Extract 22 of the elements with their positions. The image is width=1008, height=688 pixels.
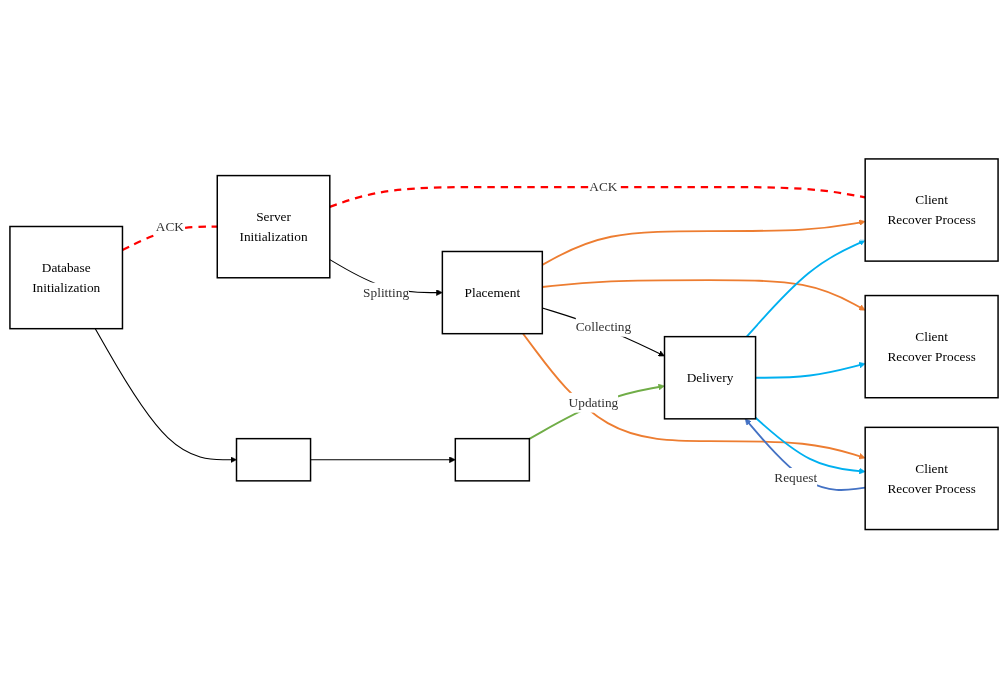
node-box xyxy=(235,437,312,482)
connector xyxy=(329,185,866,208)
edge-label: Request xyxy=(774,469,818,485)
arrow xyxy=(94,327,237,463)
node-box xyxy=(454,437,531,482)
arrow xyxy=(522,332,866,460)
edge-label: Splitting xyxy=(363,284,410,300)
node-box: Client Recover Process xyxy=(864,157,999,262)
node-box: Placement xyxy=(441,250,544,335)
node-box: Client Recover Process xyxy=(864,294,999,399)
arrow xyxy=(528,383,665,440)
node-box: Database Initialization xyxy=(9,225,124,330)
edge-label: Collecting xyxy=(575,318,632,334)
node-box: Delivery xyxy=(663,335,757,420)
arrow xyxy=(754,416,866,475)
node-box: Client Recover Process xyxy=(864,426,999,531)
node-box: Server Initialization xyxy=(216,174,331,279)
edge-label: Updating xyxy=(568,394,619,410)
arrow xyxy=(310,456,456,463)
arrow xyxy=(745,239,866,338)
edge-label: ACK xyxy=(155,218,184,234)
edge-label: ACK xyxy=(589,179,618,194)
